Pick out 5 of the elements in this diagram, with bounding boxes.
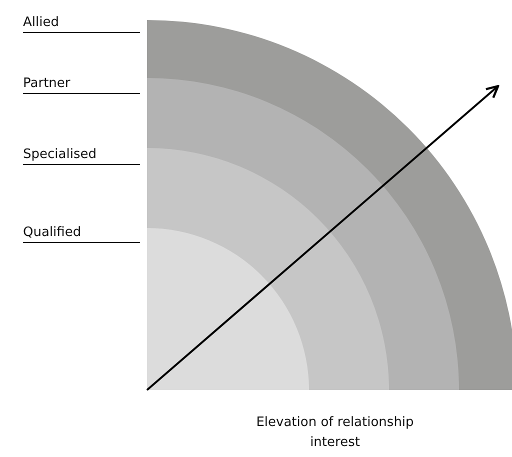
level-label: Specialised — [23, 147, 140, 165]
level-label: Partner — [23, 76, 140, 94]
axis-caption: Elevation of relationship interest — [255, 414, 415, 452]
level-label: Qualified — [23, 225, 140, 243]
level-label: Allied — [23, 15, 140, 33]
